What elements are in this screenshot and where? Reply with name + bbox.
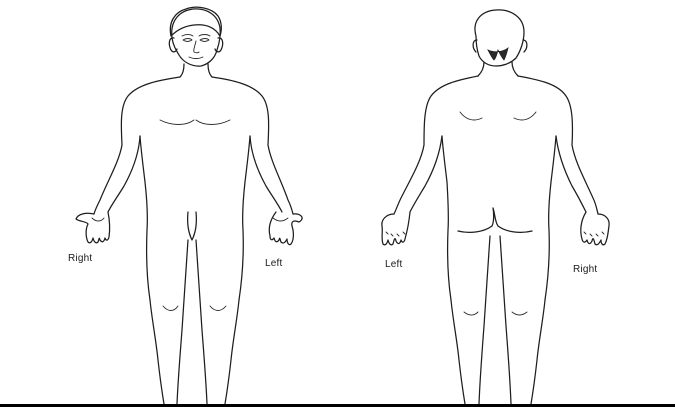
front-knees — [163, 306, 226, 311]
front-chest — [160, 120, 230, 125]
front-torso-right — [140, 136, 150, 300]
back-knuckles-left — [386, 232, 405, 236]
front-outline-left — [212, 77, 293, 214]
back-head — [475, 10, 524, 66]
back-leg-right — [500, 236, 545, 404]
redaction-box-middle — [282, 67, 418, 117]
front-hand-left — [269, 212, 302, 245]
front-head — [172, 9, 221, 66]
front-figure — [76, 7, 302, 404]
back-hair-texture — [488, 48, 508, 60]
front-leg-right — [150, 240, 188, 404]
back-leg-left — [451, 236, 490, 404]
label-back-right: Right — [573, 264, 597, 275]
back-neck — [478, 62, 518, 76]
front-inner-arm-right — [108, 136, 140, 212]
back-buttocks — [458, 208, 532, 232]
front-crotch — [188, 212, 197, 240]
front-leg-left — [196, 240, 239, 404]
back-torso-left — [442, 136, 451, 300]
back-torso-right — [545, 136, 556, 300]
front-hair — [170, 7, 221, 36]
front-palm-left — [273, 218, 288, 221]
front-nose — [194, 41, 199, 53]
front-torso-left — [239, 136, 250, 300]
back-hand-left — [382, 212, 410, 245]
front-hand-right — [76, 212, 110, 243]
front-outline-right — [94, 77, 180, 214]
label-front-right: Right — [68, 253, 92, 264]
front-brows — [182, 35, 210, 37]
label-back-left: Left — [385, 259, 402, 270]
label-front-left: Left — [265, 258, 282, 269]
front-mouth — [189, 57, 203, 59]
back-knees — [464, 312, 527, 315]
redaction-box-top — [232, 12, 443, 49]
back-knuckles-right — [584, 232, 604, 236]
front-palm-right — [92, 218, 104, 221]
back-hand-right — [581, 212, 609, 245]
back-shoulder-blades — [460, 112, 536, 120]
back-inner-arm-left — [410, 136, 442, 212]
